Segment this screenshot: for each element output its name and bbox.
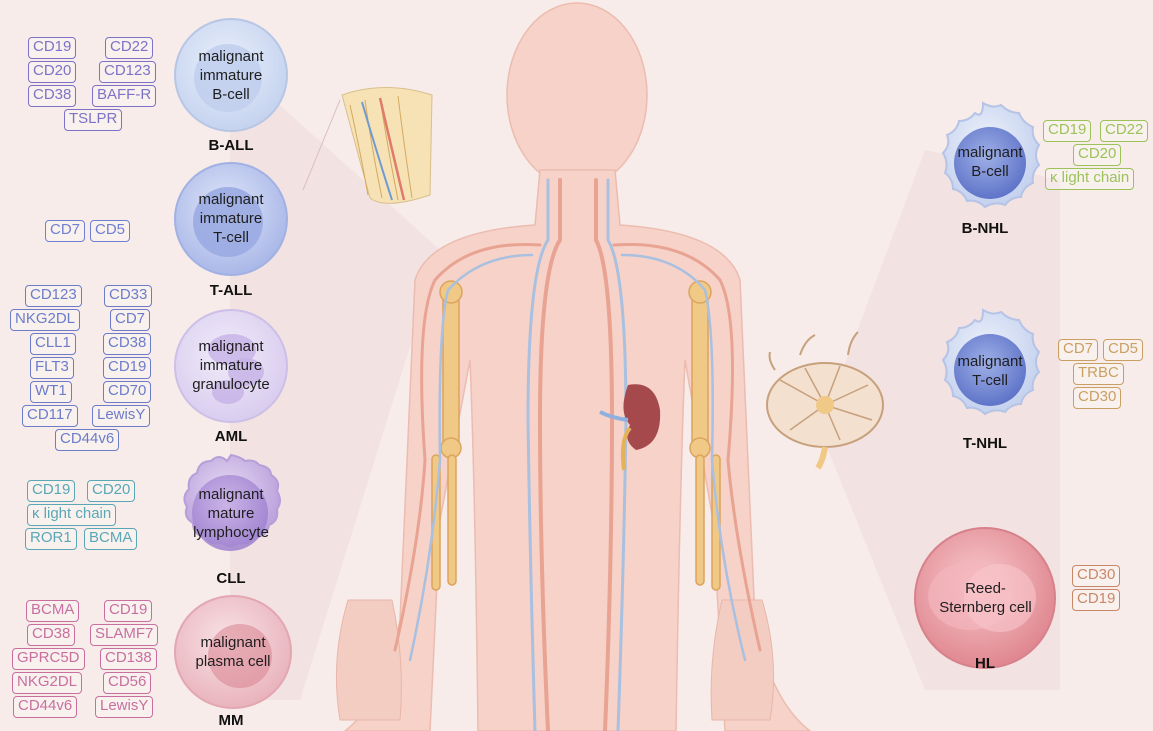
cell-label-line: B-cell — [176, 85, 286, 104]
disease-label-cll: CLL — [181, 570, 281, 587]
cell-label-line: malignant — [178, 633, 288, 652]
cell-label-line: T-cell — [176, 228, 286, 247]
antigen-tag: CD38 — [103, 333, 151, 355]
antigen-tag: κ light chain — [27, 504, 116, 526]
b-all-cell-label: malignant immature B-cell — [176, 47, 286, 104]
cell-label-line: plasma cell — [178, 652, 288, 671]
antigen-tag: CD19 — [28, 37, 76, 59]
cell-label-line: granulocyte — [176, 375, 286, 394]
antigen-tag: GPRC5D — [12, 648, 85, 670]
t-nhl-cell-label: malignant T-cell — [935, 352, 1045, 390]
antigen-tag: SLAMF7 — [90, 624, 158, 646]
antigen-tag: CD30 — [1072, 565, 1120, 587]
antigen-tag: CD123 — [25, 285, 82, 307]
disease-label-t-all: T-ALL — [181, 282, 281, 299]
disease-label-b-nhl: B-NHL — [935, 220, 1035, 237]
antigen-tag: FLT3 — [30, 357, 74, 379]
antigen-tag: CD44v6 — [13, 696, 77, 718]
antigen-tag: CD20 — [28, 61, 76, 83]
antigen-tag: CD22 — [105, 37, 153, 59]
antigen-tag: WT1 — [30, 381, 72, 403]
cell-label-line: Reed- — [918, 579, 1053, 598]
antigen-tag: CD38 — [28, 85, 76, 107]
antigen-tag: CD117 — [22, 405, 78, 427]
cell-label-line: T-cell — [935, 371, 1045, 390]
cell-label-line: Sternberg cell — [918, 598, 1053, 617]
antigen-tag: TSLPR — [64, 109, 122, 131]
antigen-tag: BAFF-R — [92, 85, 156, 107]
cell-label-line: malignant — [935, 143, 1045, 162]
mm-cell-label: malignant plasma cell — [178, 633, 288, 671]
t-all-cell-label: malignant immature T-cell — [176, 190, 286, 247]
antigen-tag: TRBC — [1073, 363, 1124, 385]
disease-label-mm: MM — [181, 712, 281, 729]
antigen-tag: CD19 — [1043, 120, 1091, 142]
antigen-tag: CD7 — [1058, 339, 1098, 361]
cell-label-line: malignant — [176, 47, 286, 66]
disease-label-hl: HL — [935, 655, 1035, 672]
antigen-tag: CD123 — [99, 61, 156, 83]
antigen-tag: CD56 — [103, 672, 151, 694]
cell-label-line: malignant — [176, 337, 286, 356]
cell-label-line: malignant — [176, 485, 286, 504]
antigen-tag: CD38 — [27, 624, 75, 646]
cell-label-line: immature — [176, 356, 286, 375]
cell-label-line: malignant — [935, 352, 1045, 371]
antigen-tag: CD138 — [100, 648, 157, 670]
antigen-tag: CD30 — [1073, 387, 1121, 409]
antigen-tag: LewisY — [92, 405, 150, 427]
antigen-tag: CD70 — [103, 381, 151, 403]
antigen-tag: CD33 — [104, 285, 152, 307]
antigen-tag: CD5 — [90, 220, 130, 242]
b-nhl-cell-label: malignant B-cell — [935, 143, 1045, 181]
cell-label-line: immature — [176, 66, 286, 85]
antigen-tag: CLL1 — [30, 333, 76, 355]
antigen-tag: CD20 — [1073, 144, 1121, 166]
antigen-tag: CD19 — [103, 357, 151, 379]
antigen-tag: κ light chain — [1045, 168, 1134, 190]
antigen-tag: CD7 — [110, 309, 150, 331]
antigen-tag: CD5 — [1103, 339, 1143, 361]
antigen-tag: NKG2DL — [12, 672, 82, 694]
disease-label-aml: AML — [181, 428, 281, 445]
cell-label-line: B-cell — [935, 162, 1045, 181]
cll-cell-label: malignant mature lymphocyte — [176, 485, 286, 542]
disease-label-b-all: B-ALL — [181, 137, 281, 154]
cell-label-line: immature — [176, 209, 286, 228]
antigen-tag: BCMA — [84, 528, 137, 550]
aml-cell-label: malignant immature granulocyte — [176, 337, 286, 394]
antigen-tag: LewisY — [95, 696, 153, 718]
cell-label-line: lymphocyte — [176, 523, 286, 542]
hl-cell-label: Reed- Sternberg cell — [918, 579, 1053, 617]
antigen-tag: CD20 — [87, 480, 135, 502]
antigen-tag: CD19 — [27, 480, 75, 502]
antigen-tag: CD22 — [1100, 120, 1148, 142]
antigen-tag: CD19 — [104, 600, 152, 622]
antigen-tag: ROR1 — [25, 528, 77, 550]
antigen-tag: BCMA — [26, 600, 79, 622]
disease-label-t-nhl: T-NHL — [935, 435, 1035, 452]
cell-label-line: malignant — [176, 190, 286, 209]
cell-label-line: mature — [176, 504, 286, 523]
antigen-tag: CD44v6 — [55, 429, 119, 451]
antigen-tag: CD7 — [45, 220, 85, 242]
antigen-tag: NKG2DL — [10, 309, 80, 331]
antigen-tag: CD19 — [1072, 589, 1120, 611]
